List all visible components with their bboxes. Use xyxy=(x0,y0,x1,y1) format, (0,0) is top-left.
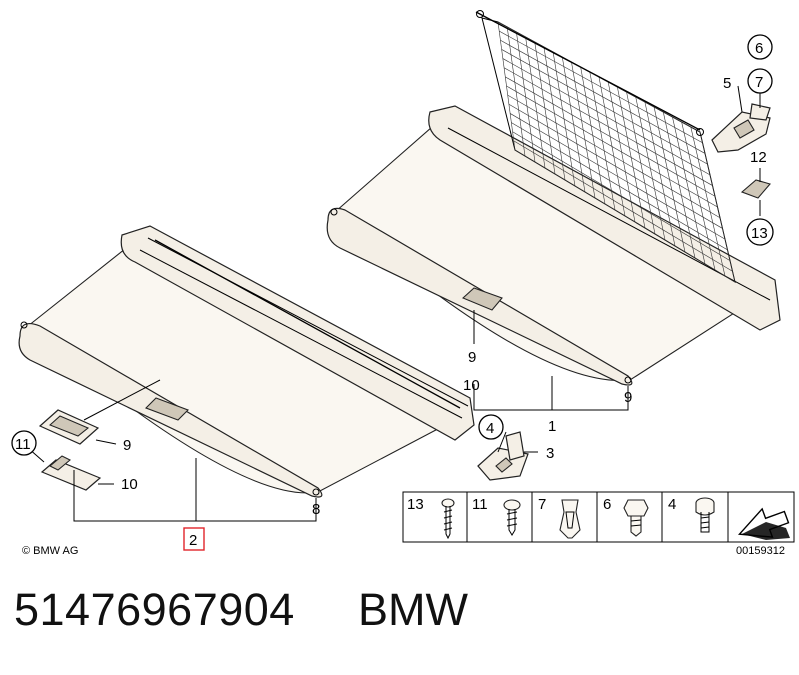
hardware-legend: 13 11 7 6 4 xyxy=(402,491,795,557)
callout-12: 12 xyxy=(750,149,767,166)
callout-1: 1 xyxy=(548,418,556,435)
part-number: 51476967904 xyxy=(14,584,295,635)
leader-lines xyxy=(27,85,761,522)
legend-label-4: 4 xyxy=(668,496,676,513)
callout-6: 6 xyxy=(755,40,763,57)
callout-4: 4 xyxy=(486,420,494,437)
screw-13-icon xyxy=(441,498,455,540)
clip-12 xyxy=(740,179,771,199)
cargo-net xyxy=(475,10,736,284)
roller-blind-right-with-net xyxy=(326,10,781,386)
callout-13: 13 xyxy=(751,225,768,242)
callouts: 1 2 3 4 5 6 7 8 9 9 9 10 10 11 12 13 © B… xyxy=(11,34,774,557)
bolt-6-icon xyxy=(623,499,649,537)
callout-9-left: 9 xyxy=(123,437,131,454)
bolt-4-icon xyxy=(695,497,715,533)
brand-name: BMW xyxy=(358,584,468,635)
highlight-box xyxy=(183,527,205,551)
drawing-number: 00159312 xyxy=(736,545,785,557)
arrow-icon xyxy=(737,507,790,540)
bracket-3 xyxy=(477,431,529,481)
legend-label-11: 11 xyxy=(472,496,488,513)
roller-blind-left xyxy=(18,225,475,498)
callout-9-right: 9 xyxy=(468,349,476,366)
callout-3: 3 xyxy=(546,445,554,462)
callout-7: 7 xyxy=(755,74,763,91)
legend-label-7: 7 xyxy=(538,496,546,513)
hinge-bracket xyxy=(711,103,771,153)
callout-11: 11 xyxy=(15,436,31,453)
handle-insert-left xyxy=(38,409,100,445)
screw-11-icon xyxy=(503,499,521,536)
callout-10-left: 10 xyxy=(121,476,138,493)
legend-label-6: 6 xyxy=(603,496,611,513)
handle-cover-left xyxy=(40,455,102,491)
callout-8: 8 xyxy=(312,501,320,518)
callout-2: 2 xyxy=(189,532,197,549)
callout-9-end: 9 xyxy=(624,389,632,406)
copyright: © BMW AG xyxy=(22,545,78,557)
callout-10-right: 10 xyxy=(463,377,480,394)
legend-label-13: 13 xyxy=(407,496,424,513)
clip-nut-7-icon xyxy=(559,499,581,539)
callout-5: 5 xyxy=(723,75,731,92)
